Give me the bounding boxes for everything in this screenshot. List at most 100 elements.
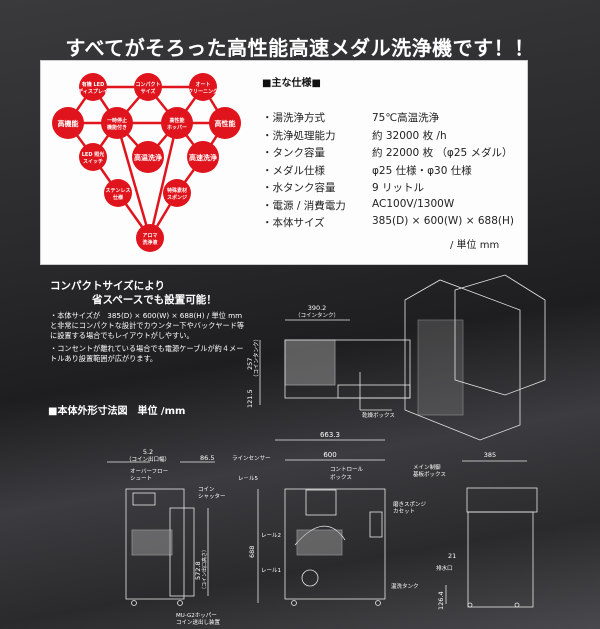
right-view-drawing [445,460,538,608]
feature-label: サイズ [141,88,156,95]
spec-key: ・タンク容量 [262,147,325,159]
spec-value: AC100V/1300W [372,197,455,210]
top-height-label: 257 [246,358,254,370]
spec-value: 385(D) × 600(W) × 688(H) [372,215,515,227]
main-board-label: メイン制御 [413,463,441,471]
spec-row: ・電源 / 消費電力 AC100V/1300W [262,198,454,213]
feature-label: ホッパー [167,124,187,131]
compact-heading: コンパクトサイズにより [50,280,165,292]
coin-exit-width: 5.2 [143,448,153,456]
feature-circle [104,179,132,207]
control-box-label: コントロール [330,466,364,473]
compact-subheading: 省スペースでも設置可能！ [92,294,217,306]
coin-exit-height-note: （コイン出口高さ） [201,547,208,592]
feature-circle [163,179,191,207]
feature-label: 高速洗浄 [189,153,217,162]
feature-circle [52,107,84,139]
feature-link [115,122,152,239]
coin-exit-width-note: （コイン出口幅） [126,455,170,463]
feature-label: 機能付き [107,124,127,131]
overflow-label-2: シュート [130,476,152,482]
feature-circle [161,107,193,139]
feature-node: 高性能 [209,107,241,139]
spec-key: ・電源 / 消費電力 [262,199,346,212]
hopper-label-2: コイン送出し装置 [176,618,221,626]
feature-label: ディスプレイ [78,88,108,95]
spec-value: 約 32000 枚 /h [372,129,447,142]
feature-label: アロマ [142,233,157,239]
feature-label: オート [195,81,210,88]
overflow-label: オーバーフロー [130,468,168,475]
feature-circle [189,73,217,101]
right-depth: 385 [484,451,496,459]
top-view-drawing [259,319,411,411]
spec-row: ・湯洗浄方式 75℃高温洗浄 [262,110,439,125]
spec-value: 約 22000 枚 （φ25 メダル） [372,147,513,159]
spec-key: ・水タンク容量 [262,182,336,194]
spec-unit: / 単位 mm [450,240,500,251]
spec-row: ・本体サイズ 385(D) × 600(W) × 688(H) [262,215,514,230]
feature-label: スポンジ [167,194,187,201]
feature-circle [79,73,107,101]
spec-key: ・洗浄処理能力 [262,129,336,142]
hopper-label: MU-G2ホッパー [176,612,217,619]
rail2-label: レール2 [261,533,281,539]
drain-offset: 21 [448,552,456,560]
feature-label: 一時停止 [107,117,127,124]
front-view-drawing [257,439,386,606]
shutter-label: コイン [198,486,215,493]
top-height2-label: 121.5 [246,389,254,408]
rail1-label: レール1 [261,568,281,574]
feature-label: コンパクト [135,81,160,88]
isometric-view-drawing [404,274,546,441]
side-depth: 86.5 [200,454,214,462]
feature-label: 高性能 [215,119,236,128]
shutter-label-2: シャッター [198,492,226,500]
feature-node: 高速洗浄 [187,141,219,173]
sponge-label: 磨きスポンジ [393,500,427,508]
top-width-label: 390.2 [308,304,327,312]
front-overall-width: 663.3 [320,431,340,439]
feature-panel [40,60,528,265]
sponge-label-2: カセット [393,508,415,515]
drain-label: 排水口 [436,564,453,572]
feature-node: 高機能 [52,107,84,139]
spec-title: ■主な仕様■ [262,78,321,89]
feature-circle [136,224,164,252]
front-width: 600 [323,451,336,459]
feature-circle [187,141,219,173]
feature-circle [79,143,107,171]
feature-circle [209,107,241,139]
bullet-size: ・本体サイズが 385(D) × 600(W) × 688(H) / 単位 mm… [50,311,245,340]
spec-row: ・タンク容量 約 22000 枚 （φ25 メダル） [262,145,513,160]
front-height: 688 [248,546,256,558]
spec-value: φ25 仕様・φ30 仕様 [372,164,472,177]
feature-label: 洗浄液 [142,239,158,246]
line-sensor-label: ラインセンサー [232,455,271,462]
feature-label: クリーニング [188,88,218,95]
feature-nodes: 有機 LEDディスプレイコンパクトサイズオートクリーニング高機能一時停止機能付き… [52,73,241,252]
feature-node: コンパクトサイズ [134,73,162,101]
spec-key: ・本体サイズ [262,217,325,229]
drain-height: 126.4 [437,591,445,610]
feature-circle [101,107,133,139]
feature-label: ステンレス [105,188,130,194]
feature-label: スイッチ [83,159,103,165]
page-title: すべてがそろった高性能高速メダル洗浄機です！！ [65,36,535,60]
control-box-label-2: ボックス [330,473,352,481]
rail5-label: レ－ル5 [238,476,259,482]
feature-label: 高性能 [169,117,184,124]
side-view-drawing [107,461,215,606]
dry-box-label: 乾燥ボックス [362,411,395,419]
spec-key: ・湯洗浄方式 [262,112,325,124]
feature-label: 仕様 [112,194,124,201]
spec-row: ・洗浄処理能力 約 32000 枚 /h [262,128,447,143]
spec-value: 75℃高温洗浄 [372,112,440,124]
